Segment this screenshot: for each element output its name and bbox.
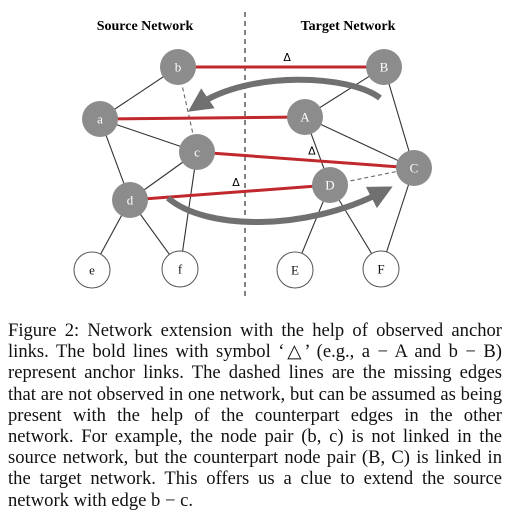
node-a: a — [82, 101, 118, 137]
node-E: E — [276, 251, 314, 289]
node-label-f: f — [178, 262, 183, 277]
target-network-title: Target Network — [301, 19, 396, 34]
source-network-title: Source Network — [97, 19, 194, 34]
anchor-symbol-c-C: Δ — [308, 144, 316, 157]
edges-layer — [91, 66, 415, 271]
node-label-B: B — [380, 60, 389, 75]
figure-caption: Figure 2: Network extension with the hel… — [8, 320, 502, 511]
nodes-layer: b a c d e f B A C D E F — [73, 49, 432, 289]
node-label-E: E — [291, 263, 299, 278]
node-label-d: d — [127, 193, 134, 208]
node-circle-c — [179, 134, 215, 170]
node-b: b — [160, 49, 196, 85]
anchor-links-layer — [99, 65, 415, 202]
anchor-link-a-A — [99, 115, 306, 121]
node-circle-F — [362, 250, 400, 288]
node-label-b: b — [175, 60, 182, 75]
node-circle-E — [276, 251, 314, 289]
node-circle-b — [160, 49, 196, 85]
anchor-symbols-layer: Δ Δ Δ — [232, 51, 316, 189]
anchor-link-d-D — [129, 183, 331, 202]
node-e: e — [73, 251, 111, 289]
node-F: F — [362, 250, 400, 288]
anchor-symbol-b-B: Δ — [283, 51, 291, 64]
node-circle-e — [73, 251, 111, 289]
edge-A-C — [304, 116, 415, 169]
node-d: d — [112, 182, 148, 218]
node-circle-d — [112, 182, 148, 218]
node-circle-C — [396, 150, 432, 186]
node-C: C — [396, 150, 432, 186]
node-circle-f — [161, 250, 199, 288]
node-D: D — [312, 167, 348, 203]
anchor-link-c-C — [196, 150, 415, 170]
node-circle-a — [82, 101, 118, 137]
node-c: c — [179, 134, 215, 170]
node-B: B — [366, 49, 402, 85]
transfer-arrow-bottom — [166, 186, 393, 225]
transfer-arrow-top — [188, 76, 382, 112]
anchor-symbol-d-D: Δ — [232, 176, 240, 189]
node-label-C: C — [410, 161, 419, 176]
node-circle-B — [366, 49, 402, 85]
node-label-F: F — [377, 262, 384, 277]
node-label-a: a — [97, 112, 103, 127]
node-circle-D — [312, 167, 348, 203]
node-label-D: D — [325, 178, 334, 193]
node-label-e: e — [89, 263, 95, 278]
node-circle-A — [287, 99, 323, 135]
node-label-A: A — [300, 110, 310, 125]
node-A: A — [287, 99, 323, 135]
node-f: f — [161, 250, 199, 288]
network-extension-diagram: Source Network Target Network Δ Δ Δ b a c d e f… — [73, 12, 432, 298]
node-label-c: c — [194, 145, 200, 160]
